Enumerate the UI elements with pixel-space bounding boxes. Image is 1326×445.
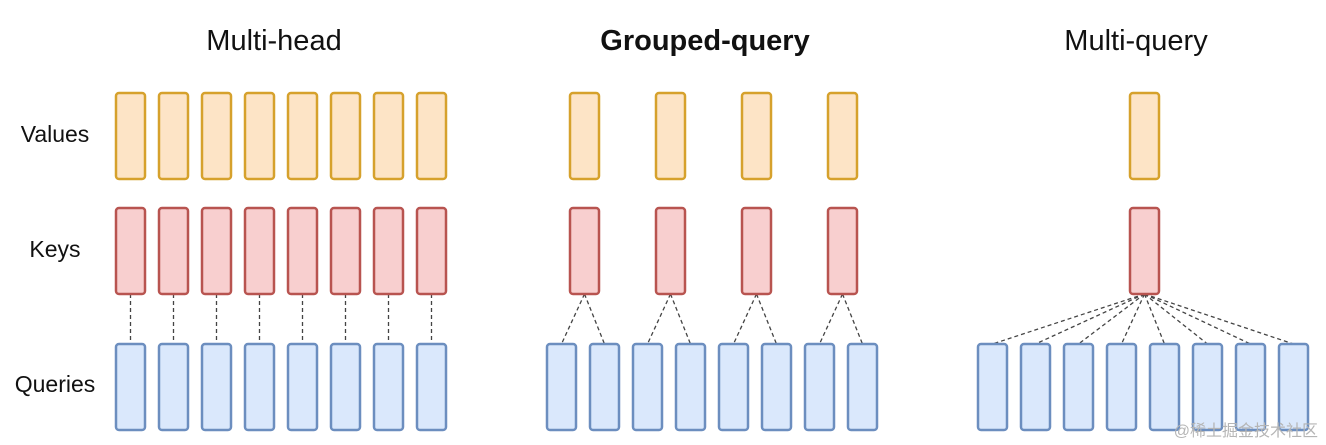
row-label-queries: Queries: [15, 371, 96, 397]
grouped-query-query-box: [631, 342, 664, 432]
grouped-query-connector: [583, 293, 606, 345]
multi-head-value-box: [286, 91, 319, 181]
multi-query-query-box: [1234, 342, 1267, 432]
multi-head-query-box: [157, 342, 190, 432]
multi-head-query-box: [415, 342, 448, 432]
grouped-query-value-box: [826, 91, 859, 181]
grouped-query-query-box: [760, 342, 793, 432]
multi-head-key-box: [372, 206, 405, 296]
multi-head-value-box: [243, 91, 276, 181]
multi-head-query-box: [243, 342, 276, 432]
multi-query-connector: [1078, 293, 1145, 345]
grouped-query-connector: [841, 293, 864, 345]
grouped-query-query-box: [545, 342, 578, 432]
multi-head-key-box: [200, 206, 233, 296]
multi-query-query-box: [1062, 342, 1095, 432]
watermark: @稀土掘金技术社区: [1174, 422, 1318, 440]
grouped-query-key-box: [826, 206, 859, 296]
panel-title-multi-head: Multi-head: [206, 25, 341, 57]
boxes: [114, 91, 1310, 432]
multi-query-query-box: [1148, 342, 1181, 432]
grouped-query-query-box: [846, 342, 879, 432]
multi-head-value-box: [415, 91, 448, 181]
multi-head-value-box: [329, 91, 362, 181]
multi-head-key-box: [329, 206, 362, 296]
multi-head-key-box: [157, 206, 190, 296]
multi-head-value-box: [157, 91, 190, 181]
multi-query-connector: [1143, 293, 1166, 345]
grouped-query-query-box: [588, 342, 621, 432]
multi-head-value-box: [372, 91, 405, 181]
multi-query-query-box: [1277, 342, 1310, 432]
multi-head-value-box: [114, 91, 147, 181]
grouped-query-value-box: [740, 91, 773, 181]
multi-head-key-box: [286, 206, 319, 296]
row-label-keys: Keys: [29, 236, 80, 262]
multi-query-connector: [992, 293, 1145, 345]
grouped-query-key-box: [568, 206, 601, 296]
multi-head-query-box: [200, 342, 233, 432]
multi-query-connector: [1120, 293, 1146, 345]
multi-query-query-box: [1105, 342, 1138, 432]
multi-query-query-box: [976, 342, 1009, 432]
multi-head-query-box: [286, 342, 319, 432]
multi-head-value-box: [200, 91, 233, 181]
multi-query-value-box: [1128, 91, 1161, 181]
connectors: [129, 293, 1294, 345]
grouped-query-key-box: [740, 206, 773, 296]
grouped-query-query-box: [674, 342, 707, 432]
multi-query-connector: [1144, 293, 1251, 345]
grouped-query-key-box: [654, 206, 687, 296]
grouped-query-connector: [818, 293, 844, 345]
grouped-query-query-box: [803, 342, 836, 432]
multi-query-query-box: [1019, 342, 1052, 432]
multi-head-key-box: [114, 206, 147, 296]
multi-head-query-box: [329, 342, 362, 432]
multi-query-query-box: [1191, 342, 1224, 432]
grouped-query-connector: [646, 293, 672, 345]
grouped-query-connector: [669, 293, 692, 345]
row-label-values: Values: [21, 121, 90, 147]
multi-head-query-box: [114, 342, 147, 432]
grouped-query-value-box: [568, 91, 601, 181]
multi-query-key-box: [1128, 206, 1161, 296]
multi-head-key-box: [243, 206, 276, 296]
grouped-query-connector: [755, 293, 778, 345]
panel-title-multi-query: Multi-query: [1064, 25, 1208, 57]
panel-title-grouped-query: Grouped-query: [600, 25, 809, 57]
grouped-query-connector: [732, 293, 758, 345]
multi-query-connector: [1144, 293, 1294, 345]
multi-head-query-box: [372, 342, 405, 432]
multi-head-key-box: [415, 206, 448, 296]
multi-query-connector: [1035, 293, 1145, 345]
grouped-query-query-box: [717, 342, 750, 432]
grouped-query-value-box: [654, 91, 687, 181]
grouped-query-connector: [560, 293, 586, 345]
